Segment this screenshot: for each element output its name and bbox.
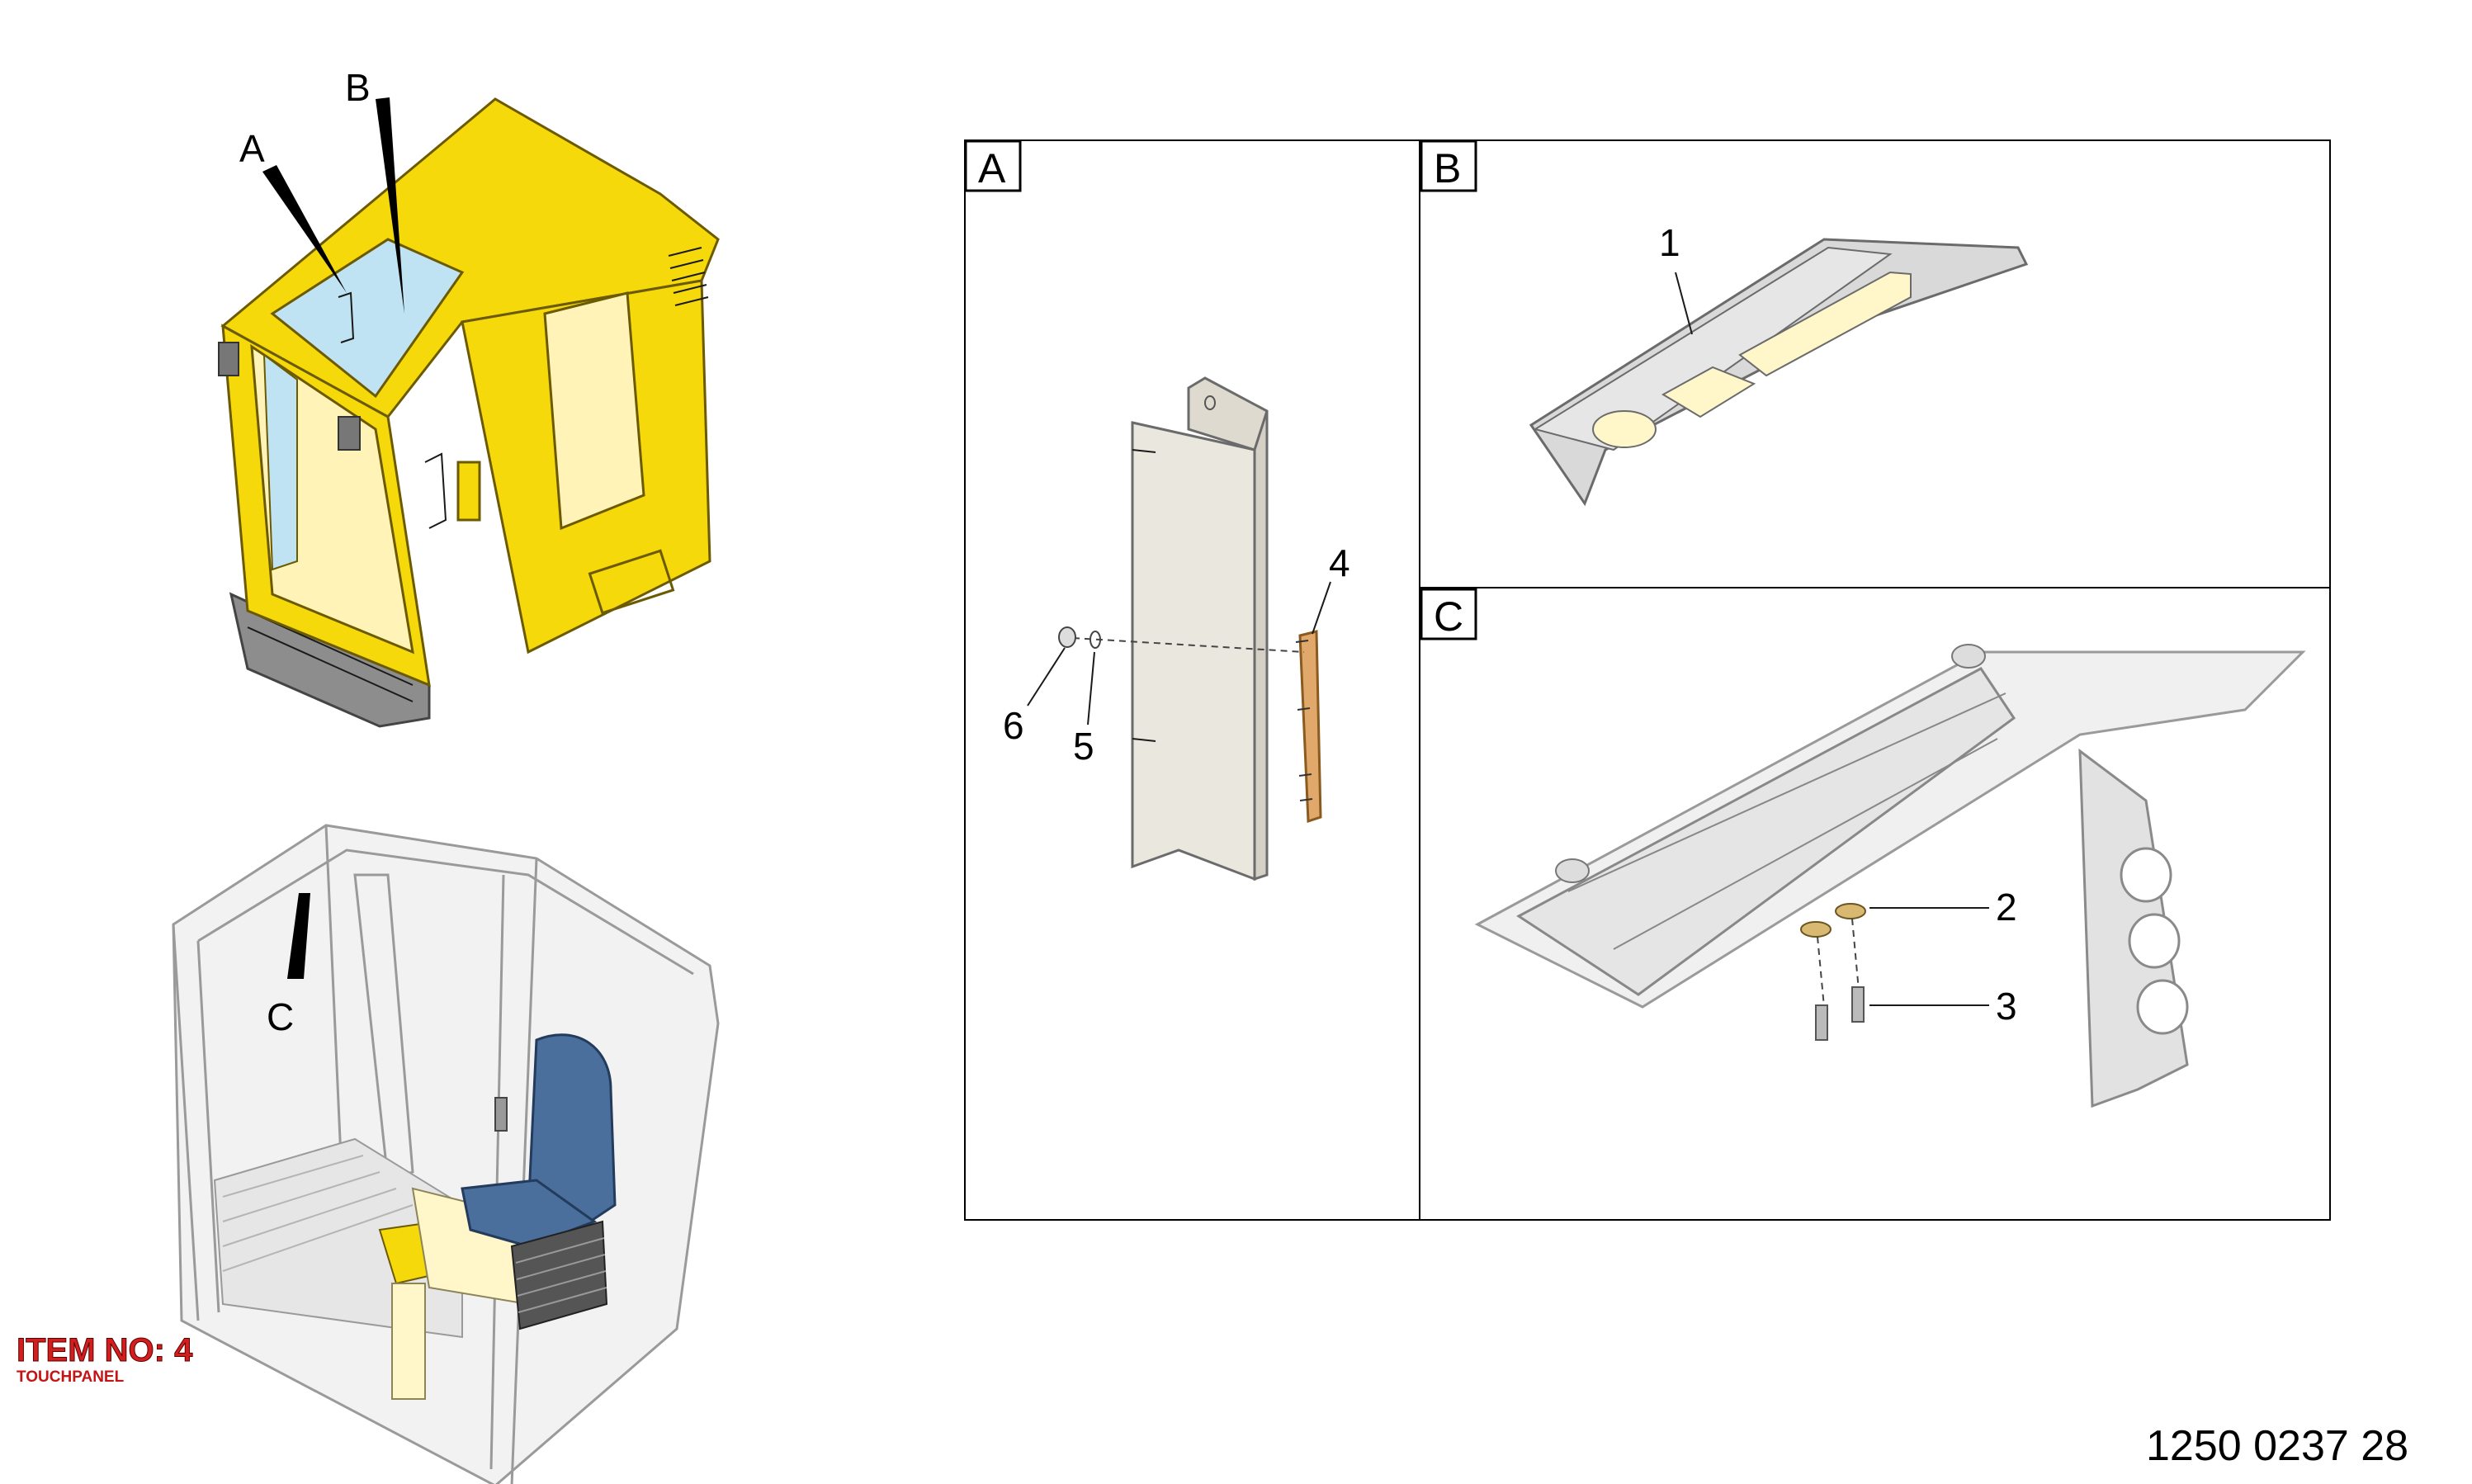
item-note: ITEM NO: 4 TOUCHPANEL — [16, 1332, 193, 1387]
callout-a-label: A — [239, 127, 265, 170]
panel-tag-a: A — [964, 139, 1022, 192]
document-number: 1250 0237 28 — [2146, 1422, 2409, 1470]
panel-a-illustration — [1027, 376, 1331, 881]
part-label-3: 3 — [1996, 985, 2017, 1028]
part-label-1: 1 — [1659, 221, 1680, 264]
callout-c-label: C — [267, 995, 294, 1038]
panel-tag-c: C — [1420, 588, 1477, 640]
item-number-label: ITEM NO: 4 — [16, 1332, 193, 1369]
callout-b-label: B — [345, 66, 371, 109]
cab-exterior-illustration — [218, 97, 720, 728]
detail-grid — [964, 139, 2331, 1221]
part-label-6: 6 — [1003, 704, 1024, 747]
cab-interior-illustration — [172, 824, 720, 1484]
item-description-label: TOUCHPANEL — [17, 1368, 125, 1386]
panel-b-illustration — [1529, 238, 2029, 507]
part-label-4: 4 — [1329, 541, 1350, 584]
panel-tag-b: B — [1420, 139, 1477, 192]
svg-text:A: A — [978, 145, 1006, 191]
part-label-5: 5 — [1073, 725, 1094, 768]
panel-c-illustration — [1474, 644, 2306, 1108]
part-label-2: 2 — [1996, 886, 2017, 929]
svg-text:B: B — [1434, 145, 1461, 191]
svg-text:C: C — [1434, 593, 1463, 640]
